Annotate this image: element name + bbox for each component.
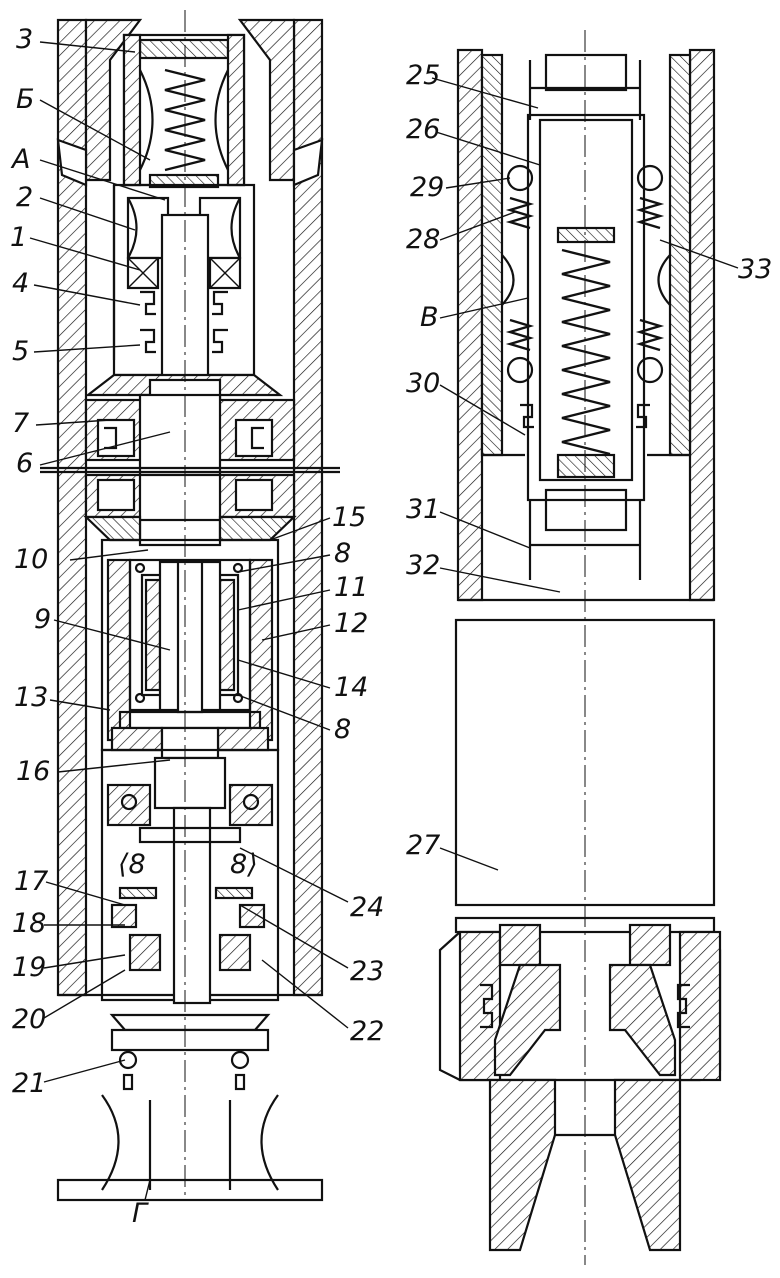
label-8-bottom: 8 — [334, 714, 351, 745]
label-2: 2 — [16, 182, 33, 213]
label-24: 24 — [350, 892, 384, 923]
label-14: 14 — [334, 672, 368, 703]
label-27: 27 — [406, 830, 440, 861]
label-29: 29 — [410, 172, 444, 203]
label-28: 28 — [406, 224, 440, 255]
cartridge-part-26 — [526, 113, 646, 502]
label-26: 26 — [406, 114, 440, 145]
label-3: 3 — [16, 24, 33, 55]
mark-left-8: ⟨8 — [118, 849, 146, 880]
label-6: 6 — [16, 448, 33, 479]
left-assembly: ⟨8 8⟩ — [40, 10, 340, 1202]
label-11: 11 — [334, 572, 368, 603]
cartridge-spring — [561, 248, 611, 456]
spring-part-28 — [505, 196, 535, 230]
cap-part-3 — [138, 38, 230, 60]
coupling-part-16 — [160, 726, 220, 760]
label-A: А — [10, 144, 30, 175]
nozzle-left-wall — [488, 1078, 557, 1252]
mark-right-8: 8⟩ — [230, 849, 258, 880]
label-10: 10 — [14, 544, 48, 575]
label-32: 32 — [406, 550, 440, 581]
top-spring — [164, 68, 206, 172]
label-1: 1 — [10, 222, 27, 253]
label-19: 19 — [12, 952, 46, 983]
nozzle-right-wall — [613, 1078, 682, 1252]
upper-outer-wall-right — [688, 48, 716, 602]
label-V: В — [420, 302, 439, 333]
label-17: 17 — [14, 866, 48, 897]
label-21: 21 — [12, 1068, 46, 1099]
lower-shaft — [172, 806, 212, 1005]
label-12: 12 — [334, 608, 368, 639]
label-18: 18 — [12, 908, 46, 939]
label-15: 15 — [332, 502, 366, 533]
shaft-part-6 — [138, 393, 222, 547]
label-25: 25 — [406, 60, 440, 91]
label-B-cyr: Б — [16, 84, 35, 115]
label-30: 30 — [406, 368, 440, 399]
clip-part-30 — [520, 403, 534, 429]
cone-part-15-right — [218, 515, 297, 542]
label-31: 31 — [406, 494, 440, 525]
label-33: 33 — [738, 254, 772, 285]
label-23: 23 — [350, 956, 384, 987]
label-13: 13 — [14, 682, 48, 713]
top-collar-right — [237, 18, 296, 182]
label-G: Г — [132, 1198, 149, 1229]
label-4: 4 — [12, 268, 29, 299]
label-20: 20 — [12, 1004, 46, 1035]
seal-part-33 — [657, 254, 671, 306]
label-22: 22 — [350, 1016, 384, 1047]
callout-labels: 3 Б А 2 1 4 5 7 6 15 10 8 11 9 12 13 14 … — [10, 24, 772, 1229]
upper-outer-wall-left — [456, 48, 484, 602]
label-9: 9 — [34, 604, 51, 635]
leader-lines — [29, 41, 739, 1201]
label-7: 7 — [12, 408, 29, 439]
label-16: 16 — [16, 756, 50, 787]
label-8-top: 8 — [334, 538, 351, 569]
right-assembly — [438, 30, 722, 1265]
cone-part-15-left — [83, 515, 142, 542]
label-5: 5 — [12, 336, 29, 367]
